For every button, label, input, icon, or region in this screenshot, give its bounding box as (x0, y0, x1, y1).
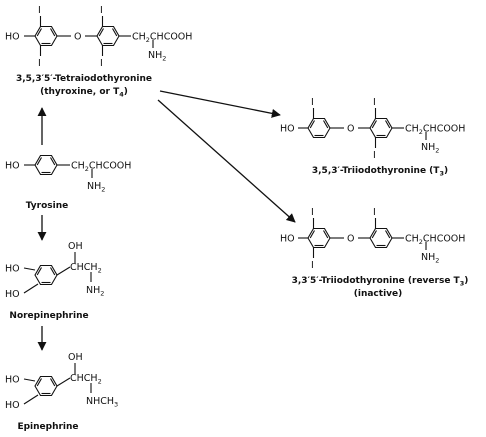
atom-label: I (311, 207, 314, 218)
atom-label: O (74, 32, 81, 43)
epinephrine-structure: HO HO OH CHCH2 NHCH3 (5, 352, 118, 411)
atom-label: NHCH3 (86, 396, 118, 409)
thyroxine-name-line2: (thyroxine, or T4) (40, 87, 128, 99)
atom-label: O (347, 234, 354, 245)
epinephrine-name: Epinephrine (17, 422, 78, 432)
atom-label: I (100, 5, 103, 16)
atom-label: NH2 (87, 181, 105, 194)
reverse-t3-structure: HO O I I I CH2CHCOOH NH2 (280, 207, 465, 271)
arrow-thyroxine-to-t3 (159, 90, 281, 118)
atom-label: NH2 (148, 50, 166, 63)
reverse-t3-name-line2: (inactive) (354, 289, 403, 299)
atom-label: NH2 (86, 285, 104, 298)
atom-label: CH2CHCOOH (405, 124, 465, 137)
thyroxine-name: 3,5,3′5′-Tetraiodothyronine (16, 74, 152, 84)
atom-label: HO (5, 289, 20, 300)
atom-label: CHCH2 (70, 262, 102, 275)
atom-label: NH2 (421, 252, 439, 265)
norepinephrine-name: Norepinephrine (9, 311, 88, 321)
atom-label: I (373, 97, 376, 108)
atom-label: O (347, 124, 354, 135)
atom-label: CH2CHCOOH (405, 234, 465, 247)
atom-label: HO (280, 124, 295, 135)
atom-label: NH2 (421, 142, 439, 155)
reverse-t3-name: 3,3′5′-Triiodothyronine (reverse T3) (292, 276, 469, 288)
atom-label: CH2CHCOOH (132, 32, 192, 45)
atom-label: HO (280, 234, 295, 245)
atom-label: I (100, 58, 103, 69)
tyrosine-name: Tyrosine (26, 201, 69, 211)
atom-label: CH2CHCOOH (71, 161, 131, 174)
arrow-thyroxine-to-reverse-t3 (157, 99, 296, 223)
tyrosine-structure: HO CH2CHCOOH NH2 (5, 154, 131, 194)
atom-label: HO (5, 32, 20, 43)
atom-label: I (373, 150, 376, 161)
atom-label: I (38, 58, 41, 69)
atom-label: HO (5, 264, 20, 275)
atom-label: I (311, 97, 314, 108)
atom-label: HO (5, 375, 20, 386)
atom-label: OH (68, 352, 83, 363)
t3-name: 3,5,3′-Triiodothyronine (T3) (312, 166, 448, 178)
atom-label: HO (5, 161, 20, 172)
thyroxine-structure: HO O I I I I CH2CHCOOH NH2 (5, 5, 192, 69)
atom-label: I (311, 260, 314, 271)
atom-label: HO (5, 400, 20, 411)
atom-label: I (38, 5, 41, 16)
atom-label: OH (68, 241, 83, 252)
atom-label: CHCH2 (70, 373, 102, 386)
t3-structure: HO O I I I CH2CHCOOH NH2 (280, 97, 465, 161)
atom-label: I (373, 207, 376, 218)
norepinephrine-structure: HO HO OH CHCH2 NH2 (5, 241, 104, 300)
